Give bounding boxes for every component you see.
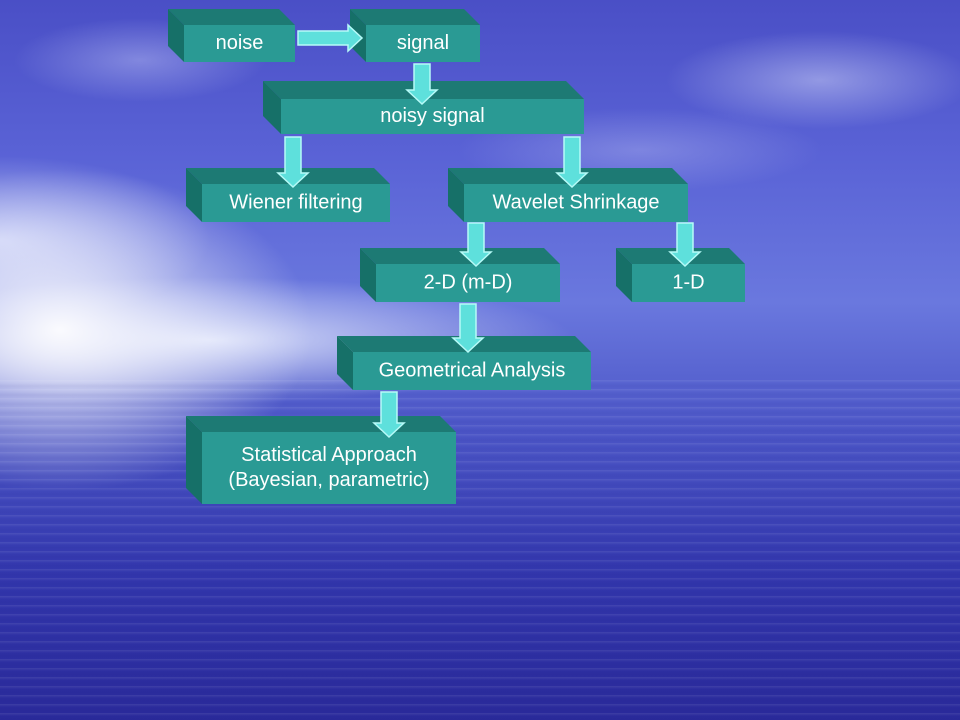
edge-noisy-signal-to-wavelet-shrinkage-arrow bbox=[555, 136, 589, 189]
edge-noisy-signal-to-wiener-filtering-arrow bbox=[276, 136, 310, 189]
node-label: noisy signal bbox=[380, 105, 485, 127]
node-left-bevel bbox=[263, 81, 281, 134]
node-face bbox=[202, 432, 456, 504]
node-noise: noise bbox=[168, 9, 295, 62]
edge-noise-to-signal-arrow bbox=[297, 23, 364, 53]
node-label: Statistical Approach bbox=[241, 444, 417, 466]
node-label: Wavelet Shrinkage bbox=[492, 192, 659, 214]
node-face bbox=[632, 264, 745, 302]
node-label: 1-D bbox=[672, 272, 704, 294]
node-label: noise bbox=[216, 32, 264, 54]
node-label: signal bbox=[397, 32, 449, 54]
node-face bbox=[353, 352, 591, 390]
node-face bbox=[464, 184, 688, 222]
node-top-bevel bbox=[360, 248, 560, 264]
node-label: Wiener filtering bbox=[229, 192, 362, 214]
edge-geometrical-analysis-to-statistical-approach-arrow bbox=[372, 391, 406, 439]
edge-wavelet-shrinkage-to-2d-md-arrow bbox=[459, 222, 493, 268]
node-left-bevel bbox=[616, 248, 632, 302]
edge-2d-md-to-geometrical-analysis-arrow bbox=[451, 303, 485, 354]
node-top-bevel bbox=[186, 416, 456, 432]
node-face bbox=[184, 25, 295, 62]
node-signal: signal bbox=[350, 9, 480, 62]
node-left-bevel bbox=[360, 248, 376, 302]
node-1d: 1-D bbox=[616, 248, 745, 302]
node-top-bevel bbox=[168, 9, 295, 25]
node-left-bevel bbox=[337, 336, 353, 390]
node-2d-md: 2-D (m-D) bbox=[360, 248, 560, 302]
node-top-bevel bbox=[350, 9, 480, 25]
node-label: 2-D (m-D) bbox=[424, 272, 513, 294]
node-noisy-signal: noisy signal bbox=[263, 81, 584, 134]
node-statistical-approach: Statistical Approach (Bayesian, parametri… bbox=[186, 416, 456, 504]
edge-wavelet-shrinkage-to-1d-arrow bbox=[668, 222, 702, 268]
node-face bbox=[281, 99, 584, 134]
edges-layer bbox=[276, 23, 702, 439]
water-texture bbox=[0, 380, 960, 720]
node-label: Geometrical Analysis bbox=[379, 360, 566, 382]
node-label: (Bayesian, parametric) bbox=[228, 469, 429, 491]
node-face bbox=[366, 25, 480, 62]
node-left-bevel bbox=[186, 416, 202, 504]
node-face bbox=[202, 184, 390, 222]
node-face bbox=[376, 264, 560, 302]
node-left-bevel bbox=[448, 168, 464, 222]
node-left-bevel bbox=[186, 168, 202, 222]
node-left-bevel bbox=[168, 9, 184, 62]
edge-signal-to-noisy-signal-arrow bbox=[405, 63, 439, 106]
